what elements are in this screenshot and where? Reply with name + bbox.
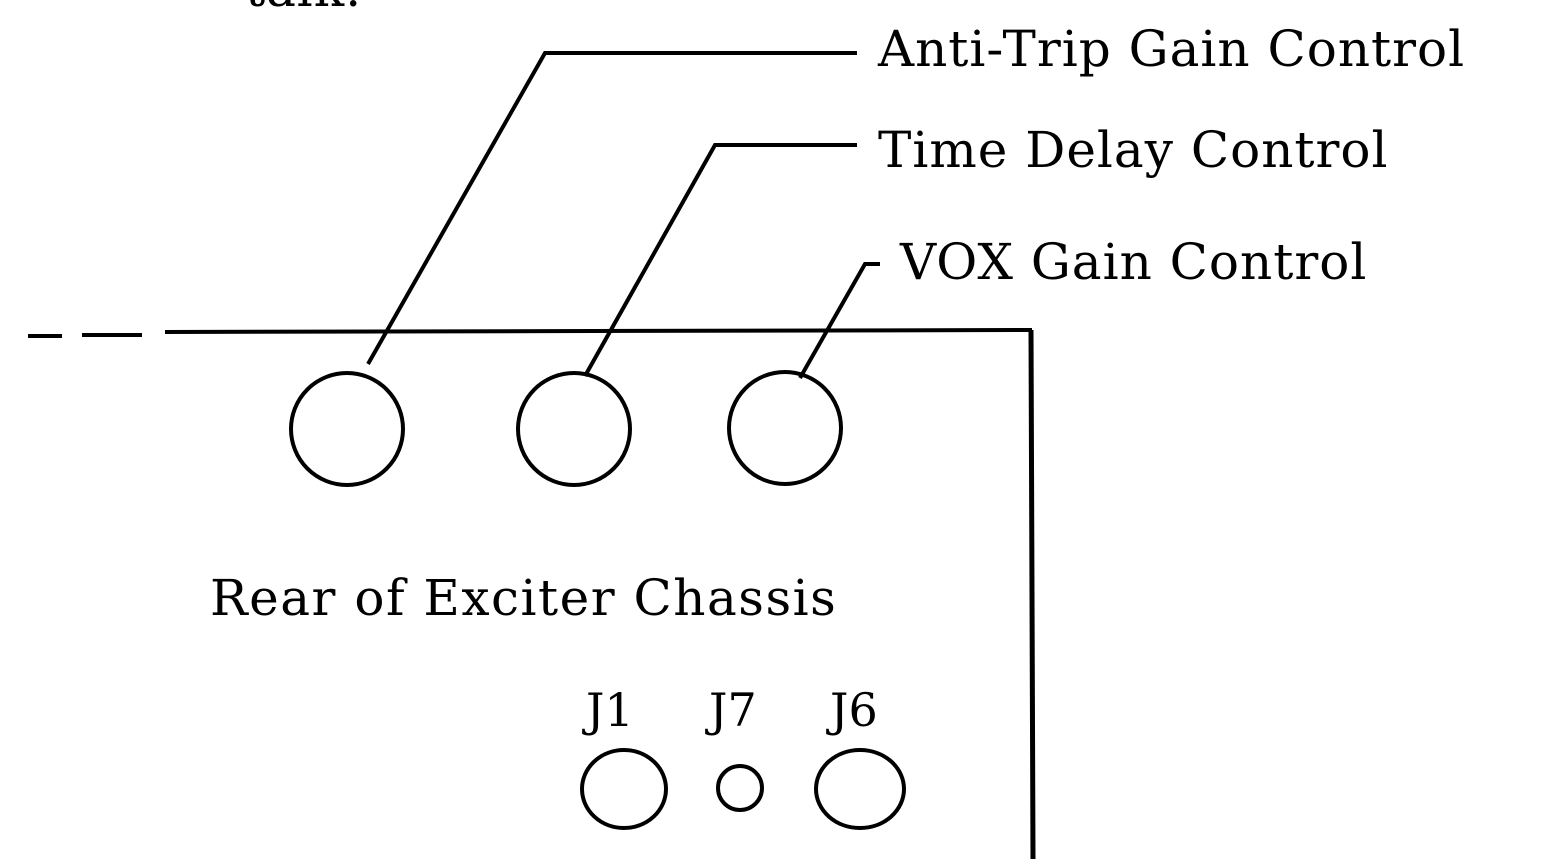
- jack-j7: [716, 764, 764, 812]
- chassis-outline: [28, 328, 1036, 859]
- vox-gain-label: VOX Gain Control: [899, 233, 1367, 291]
- chassis-caption: Rear of Exciter Chassis: [210, 569, 837, 627]
- chassis-right-edge: [1028, 329, 1036, 859]
- jack-j1: [580, 748, 668, 830]
- anti-trip-gain-label: Anti-Trip Gain Control: [877, 20, 1465, 78]
- jack-j6: [814, 748, 906, 830]
- jack-j6-label: J6: [826, 683, 878, 737]
- time-delay-leader: [583, 143, 857, 377]
- vox-gain-leader: [798, 262, 880, 379]
- time-delay-label: Time Delay Control: [878, 121, 1389, 179]
- top-text-fragment: talk.: [245, 0, 362, 18]
- anti-trip-leader: [366, 51, 857, 365]
- time-delay-knob: [516, 371, 632, 487]
- anti-trip-knob: [289, 371, 405, 487]
- jack-j1-label: J1: [582, 683, 634, 737]
- jack-j7-label: J7: [705, 683, 757, 737]
- vox-gain-knob: [727, 370, 843, 486]
- chassis-top-edge: [164, 328, 1033, 334]
